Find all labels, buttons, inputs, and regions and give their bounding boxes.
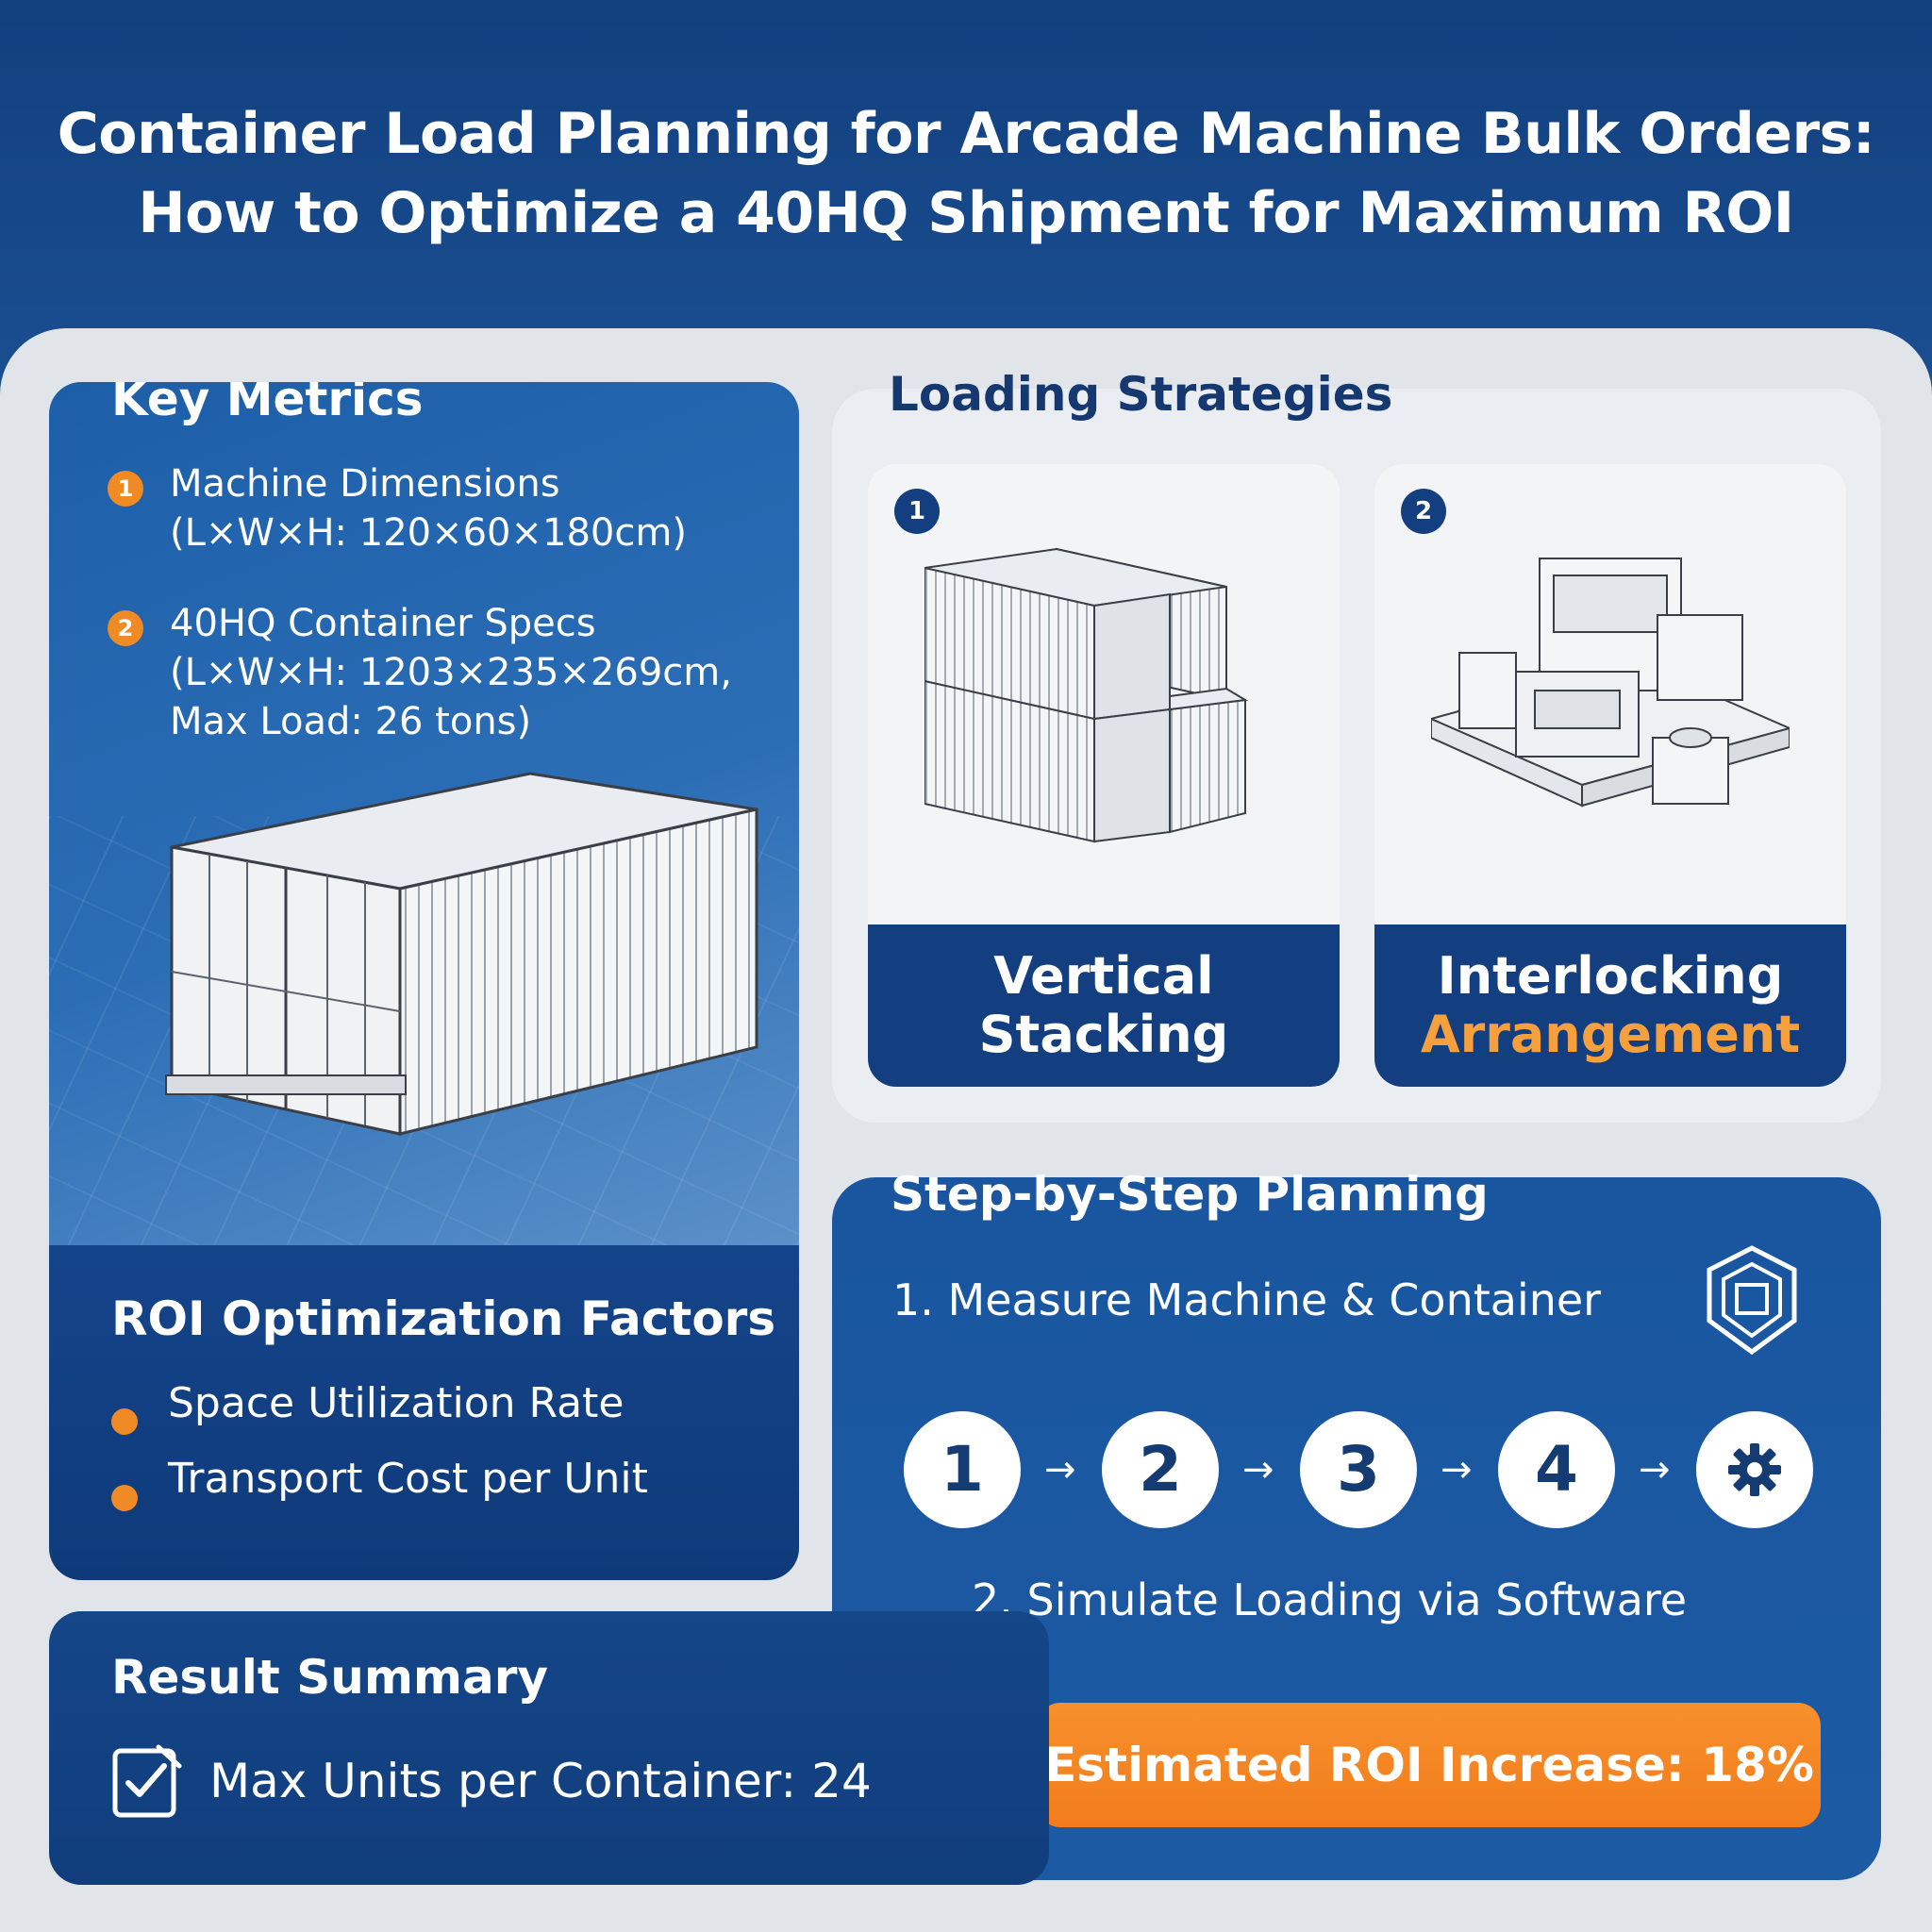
metric-1-badge: 1 [108,471,143,507]
strategy-card-interlocking-arrangement: 2 Interlocking Arrangement [1374,464,1846,1087]
loading-strategies-panel: Loading Strategies 1 Vertical Stacking [832,367,1881,1123]
result-summary-card: Result Summary Max Units per Container: … [49,1611,1049,1885]
gear-icon [1728,1443,1781,1496]
strategy-2-badge: 2 [1401,489,1446,534]
strategy-card-vertical-stacking: 1 Vertical Stacking [868,464,1340,1087]
strategy-1-badge: 1 [894,489,940,534]
roi-increase-button[interactable]: Estimated ROI Increase: 18% [1038,1703,1821,1827]
metric-2-text: 40HQ Container Specs (L×W×H: 1203×235×26… [170,602,732,743]
arrow-icon: → [1639,1448,1671,1491]
shield-icon [1707,1245,1797,1356]
roi-factor-1: Space Utilization Rate [168,1379,625,1427]
loading-strategies-heading: Loading Strategies [889,367,1393,422]
strategy-2-line-1: Interlocking [1437,946,1784,1006]
arcade-machines-illustration [1431,558,1790,808]
shipping-container-illustration [165,772,758,1136]
checklist-icon [112,1744,182,1818]
step-circle-3: 3 [1300,1411,1417,1528]
bullet-dot [111,1485,138,1511]
strategy-2-label: Interlocking Arrangement [1374,924,1846,1087]
result-summary-heading: Result Summary [111,1650,549,1705]
arrow-icon: → [1044,1448,1076,1491]
bullet-dot [111,1408,138,1435]
roi-factors-card: ROI Optimization Factors Space Utilizati… [49,1245,799,1580]
strategy-1-line-1: Vertical [993,946,1214,1006]
arrow-icon: → [1441,1448,1473,1491]
metric-2-badge: 2 [108,610,143,646]
step-circle-2: 2 [1102,1411,1219,1528]
title-line-2: How to Optimize a 40HQ Shipment for Maxi… [138,180,1794,246]
step-circle-gear [1696,1411,1813,1528]
strategy-2-line-2: Arrangement [1420,1005,1801,1064]
roi-factor-2: Transport Cost per Unit [168,1455,648,1503]
page-title: Container Load Planning for Arcade Machi… [0,94,1932,253]
max-units-text: Max Units per Container: 24 [209,1754,872,1808]
arrow-icon: → [1242,1448,1274,1491]
metric-1-text: Machine Dimensions (L×W×H: 120×60×180cm) [170,462,687,555]
step-1-text: 1. Measure Machine & Container [892,1274,1602,1325]
key-metrics-heading: Key Metrics [111,382,424,426]
step-2-text: 2. Simulate Loading via Software [972,1574,1688,1625]
step-circle-4: 4 [1498,1411,1615,1528]
step-planning-heading: Step-by-Step Planning [891,1167,1489,1222]
step-circle-1: 1 [904,1411,1021,1528]
stacked-containers-illustration [924,547,1248,843]
roi-factors-heading: ROI Optimization Factors [111,1291,776,1346]
key-metrics-card: Key Metrics 1 Machine Dimensions (L×W×H:… [49,382,799,1250]
strategy-1-label: Vertical Stacking [868,924,1340,1087]
title-line-1: Container Load Planning for Arcade Machi… [57,101,1875,167]
strategy-1-line-2: Stacking [978,1005,1229,1064]
